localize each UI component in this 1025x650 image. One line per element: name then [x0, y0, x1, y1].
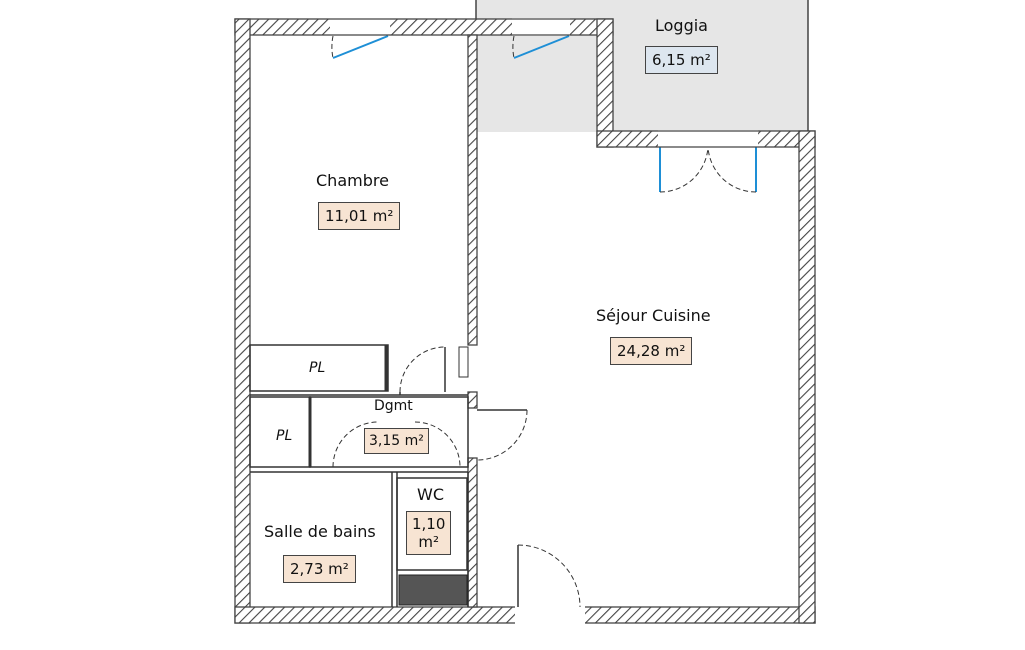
- window-frames: [330, 18, 758, 148]
- loggia-name: Loggia: [655, 16, 708, 35]
- chambre-area: 11,01 m²: [318, 202, 401, 230]
- wc-area-unit: m²: [418, 533, 440, 551]
- sdb-name: Salle de bains: [264, 522, 376, 541]
- dgmt-area: 3,15 m²: [364, 428, 429, 454]
- windows: [332, 35, 757, 192]
- wc-area: 1,10 m²: [406, 511, 452, 555]
- sdb-area: 2,73 m²: [283, 555, 356, 583]
- door-gaps: [330, 18, 758, 624]
- sejour-name: Séjour Cuisine: [596, 306, 711, 325]
- wc-name: WC: [417, 485, 444, 504]
- dgmt-name: Dgmt: [374, 398, 413, 414]
- placard-2-label: PL: [276, 428, 293, 444]
- window-arcs: [331, 35, 757, 193]
- interior-doors: [332, 346, 581, 608]
- placard-1-label: PL: [309, 360, 326, 376]
- wc-area-value: 1,10: [412, 515, 446, 533]
- ventilation-duct: [398, 574, 468, 606]
- loggia-area: 6,15 m²: [645, 46, 718, 74]
- interior-partitions: [249, 344, 469, 607]
- sejour-area: 24,28 m²: [610, 337, 693, 365]
- chambre-name: Chambre: [316, 171, 389, 190]
